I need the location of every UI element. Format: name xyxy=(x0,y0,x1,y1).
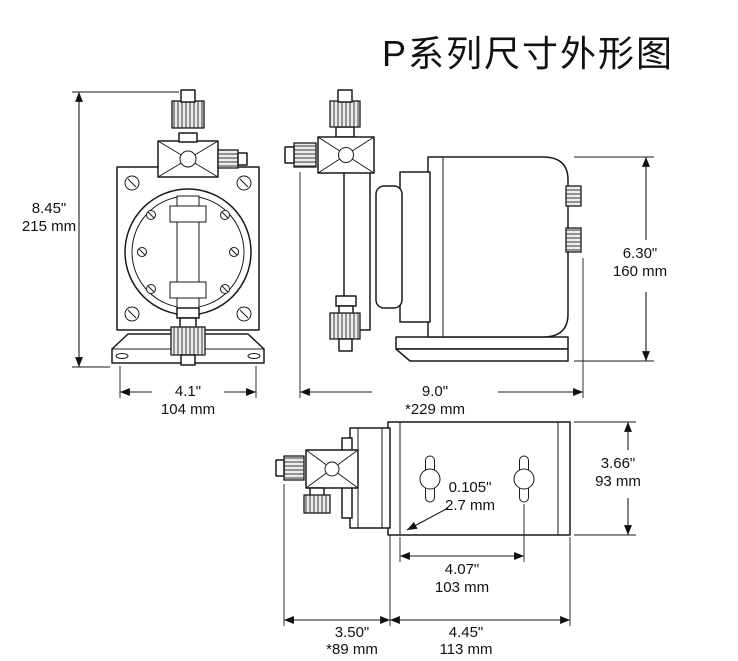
dim-front-height-in: 8.45" xyxy=(32,200,67,217)
front-base-slot-left xyxy=(115,353,129,359)
dim-slot-detail-mm: 2.7 mm xyxy=(445,497,495,514)
knurled-nut-down-bottom xyxy=(303,494,331,514)
front-top-valve-assembly xyxy=(157,89,248,178)
motor-housing xyxy=(427,156,569,338)
front-view xyxy=(111,89,265,366)
side-view xyxy=(284,89,582,362)
dim-front-width-mm: 104 mm xyxy=(161,401,215,418)
dim-plate-width-mm: 113 mm xyxy=(439,641,492,658)
plate-width-dimension: 4.45" 113 mm xyxy=(390,537,571,658)
motor-connector-upper xyxy=(565,185,582,207)
dim-plate-width-in: 4.45" xyxy=(449,624,484,641)
dim-side-width-mm: *229 mm xyxy=(405,401,465,418)
front-corner-screws xyxy=(124,175,252,322)
head-depth-dimension: 3.50" *89 mm xyxy=(283,484,391,658)
tubing-stub-top xyxy=(180,89,196,103)
dim-front-height-mm: 215 mm xyxy=(22,218,76,235)
side-height-dimension: 6.30" 160 mm xyxy=(574,156,667,362)
keyhole-slot-right xyxy=(513,455,535,503)
knurled-nut-bottom xyxy=(170,326,206,356)
front-bottom-valve-assembly xyxy=(170,307,206,366)
side-top-valve-assembly xyxy=(284,89,375,174)
dim-front-width-in: 4.1" xyxy=(175,383,201,400)
dim-hole-span-mm: 103 mm xyxy=(435,579,489,596)
tubing-stub-top-side xyxy=(337,89,353,103)
tubing-stub-bottom-side xyxy=(338,338,353,352)
side-fitting-nut xyxy=(217,149,239,169)
motor-connector-lower xyxy=(565,227,582,253)
dim-head-depth-mm: *89 mm xyxy=(326,641,378,658)
hole-span-dimension: 4.07" 103 mm xyxy=(399,504,525,596)
side-base-plate xyxy=(395,336,569,350)
dim-side-height-in: 6.30" xyxy=(623,245,658,262)
top-depth-dimension: 3.66" 93 mm xyxy=(574,421,641,536)
front-height-dimension: 8.45" 215 mm xyxy=(22,91,179,368)
dim-top-depth-in: 3.66" xyxy=(601,455,636,472)
keyhole-slot-left xyxy=(419,455,441,503)
knurled-nut-top-side xyxy=(329,100,361,128)
front-base-slot-right xyxy=(247,353,261,359)
side-bottom-valve-assembly xyxy=(329,295,361,352)
dim-hole-span-in: 4.07" xyxy=(445,561,480,578)
knurled-nut-top xyxy=(171,100,205,129)
bottom-valve-assembly xyxy=(275,449,359,514)
dim-top-depth-mm: 93 mm xyxy=(595,473,641,490)
tubing-stub-bottom xyxy=(180,354,196,366)
side-clamp-ring xyxy=(375,185,403,309)
dim-slot-detail-in: 0.105" xyxy=(449,479,492,496)
dim-side-width-in: 9.0" xyxy=(422,383,448,400)
dim-side-height-mm: 160 mm xyxy=(613,263,667,280)
slot-detail-dimension: 0.105" 2.7 mm xyxy=(406,479,495,531)
knurled-nut-bottom-side xyxy=(329,312,361,340)
side-head-adapter xyxy=(399,171,431,323)
side-width-dimension: 9.0" *229 mm xyxy=(299,172,584,418)
page-title: P系列尺寸外形图 xyxy=(382,33,674,74)
knurled-nut-left-bottom xyxy=(283,455,305,481)
bottom-view xyxy=(275,421,571,536)
diaphragm-face-screws xyxy=(137,210,239,294)
front-width-dimension: 4.1" 104 mm xyxy=(119,366,257,418)
dim-head-depth-in: 3.50" xyxy=(335,624,370,641)
knurled-nut-left-side xyxy=(293,142,317,168)
